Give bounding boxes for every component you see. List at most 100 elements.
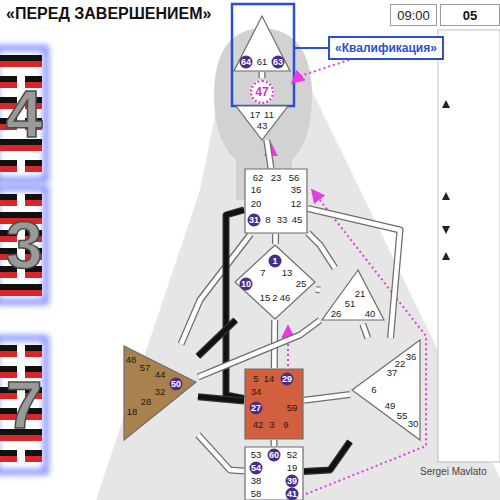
gate-number: 6 — [371, 385, 376, 395]
gate-number: 19 — [287, 463, 298, 473]
hexagram-line-number: 7 — [6, 372, 43, 438]
channel-outline — [271, 440, 278, 446]
channel-outline — [272, 234, 279, 244]
center-shape — [124, 346, 196, 440]
hexagram-line — [25, 166, 42, 172]
hexagram-line — [0, 160, 17, 166]
channel — [316, 289, 320, 291]
channel-outline — [267, 140, 271, 168]
channel-fill — [273, 234, 278, 244]
hexagram-line-number: 3 — [6, 212, 43, 278]
center-shape — [352, 340, 420, 440]
channel-fill — [267, 140, 271, 168]
channel — [308, 233, 335, 268]
gate-number: 54 — [250, 462, 263, 475]
gate-number: 17 — [250, 110, 261, 120]
gate-number: 16 — [251, 185, 262, 195]
minute-box: 05 — [440, 4, 500, 26]
hexagram-line — [25, 160, 42, 166]
channel-fill — [198, 397, 244, 401]
hexagram-line — [0, 351, 17, 357]
gate-number: 32 — [155, 387, 166, 397]
gate-number: 9 — [283, 420, 288, 430]
hexagram-line — [0, 290, 42, 296]
leader-line — [306, 190, 426, 494]
channel-fill — [272, 440, 277, 446]
hexagram-line — [25, 345, 42, 351]
diagram-title: «ПЕРЕД ЗАВЕРШЕНИЕМ» — [6, 6, 211, 22]
gate-number: 15 — [260, 293, 271, 303]
channel-outline — [198, 320, 236, 356]
g-center: 1713102515246 — [234, 244, 316, 320]
channel — [198, 320, 236, 356]
channel-outline — [304, 395, 350, 401]
gate-number: 60 — [268, 449, 281, 462]
gate-number: 48 — [126, 355, 137, 365]
gate-number: 53 — [251, 450, 262, 460]
gate-number: 57 — [140, 363, 151, 373]
channel-outline — [198, 435, 244, 471]
hexagram-line — [0, 61, 42, 67]
channel-fill — [363, 324, 368, 338]
gate-number: 41 — [286, 488, 299, 500]
center-shape — [245, 369, 303, 439]
gate-number: 47 — [250, 80, 274, 104]
channel-fill — [198, 435, 244, 471]
channel — [226, 210, 244, 398]
down-marker — [442, 226, 450, 234]
hexagram-glow — [0, 338, 46, 472]
gate-number: 34 — [251, 387, 262, 397]
hexagram-bars — [0, 55, 42, 462]
channel-outline — [308, 208, 400, 338]
center-shape — [235, 245, 315, 319]
channel — [274, 440, 275, 446]
channel-fill — [226, 210, 244, 398]
hexagram-line — [0, 345, 17, 351]
gate-number: 49 — [385, 401, 396, 411]
hexagram-line — [0, 55, 42, 61]
gate-number: 33 — [277, 215, 288, 225]
heart-center: 21512640 — [320, 268, 386, 324]
channel — [304, 441, 350, 471]
hexagram-line — [25, 456, 42, 462]
center-shape — [245, 447, 303, 500]
gate-number: 55 — [397, 411, 408, 421]
gate-number: 14 — [264, 374, 275, 384]
sacral-center: 514293427594239 — [244, 368, 304, 440]
hexagram-line — [0, 166, 17, 172]
hexagram-line — [25, 450, 42, 456]
center-shape — [234, 16, 290, 71]
center-shape — [322, 270, 384, 320]
channel-fill — [181, 234, 251, 344]
gate-number: 23 — [271, 173, 282, 183]
gate-number: 29 — [281, 373, 294, 386]
channel-fill — [308, 233, 335, 268]
callout-arrow — [292, 60, 349, 83]
gate-number: 18 — [127, 407, 138, 417]
gate-number: 51 — [345, 299, 356, 309]
spleen-center: 48574450322818 — [122, 344, 198, 442]
throat-center: 622356163520123183345 — [244, 168, 308, 234]
root-center: 536052541938395841 — [244, 446, 304, 500]
gate-number: 56 — [289, 173, 300, 183]
channel — [198, 397, 244, 401]
leader-line — [287, 326, 289, 366]
gate-number: 36 — [406, 352, 417, 362]
gate-number: 46 — [280, 293, 291, 303]
gate-number: 40 — [365, 309, 376, 319]
solar-plexus-center: 3622376495530 — [350, 338, 422, 442]
gate-number: 44 — [155, 370, 166, 380]
channel-outline — [308, 233, 335, 268]
gate-number: 28 — [141, 397, 152, 407]
channel-outline — [226, 210, 244, 398]
channel — [275, 234, 276, 244]
channel — [363, 324, 368, 338]
channel-fill — [198, 320, 236, 356]
channel — [198, 435, 244, 471]
gate-number: 35 — [291, 185, 302, 195]
gate-number: 42 — [253, 420, 264, 430]
up-marker — [442, 252, 450, 260]
channel-fill — [260, 72, 265, 78]
gate-number: 38 — [251, 476, 262, 486]
